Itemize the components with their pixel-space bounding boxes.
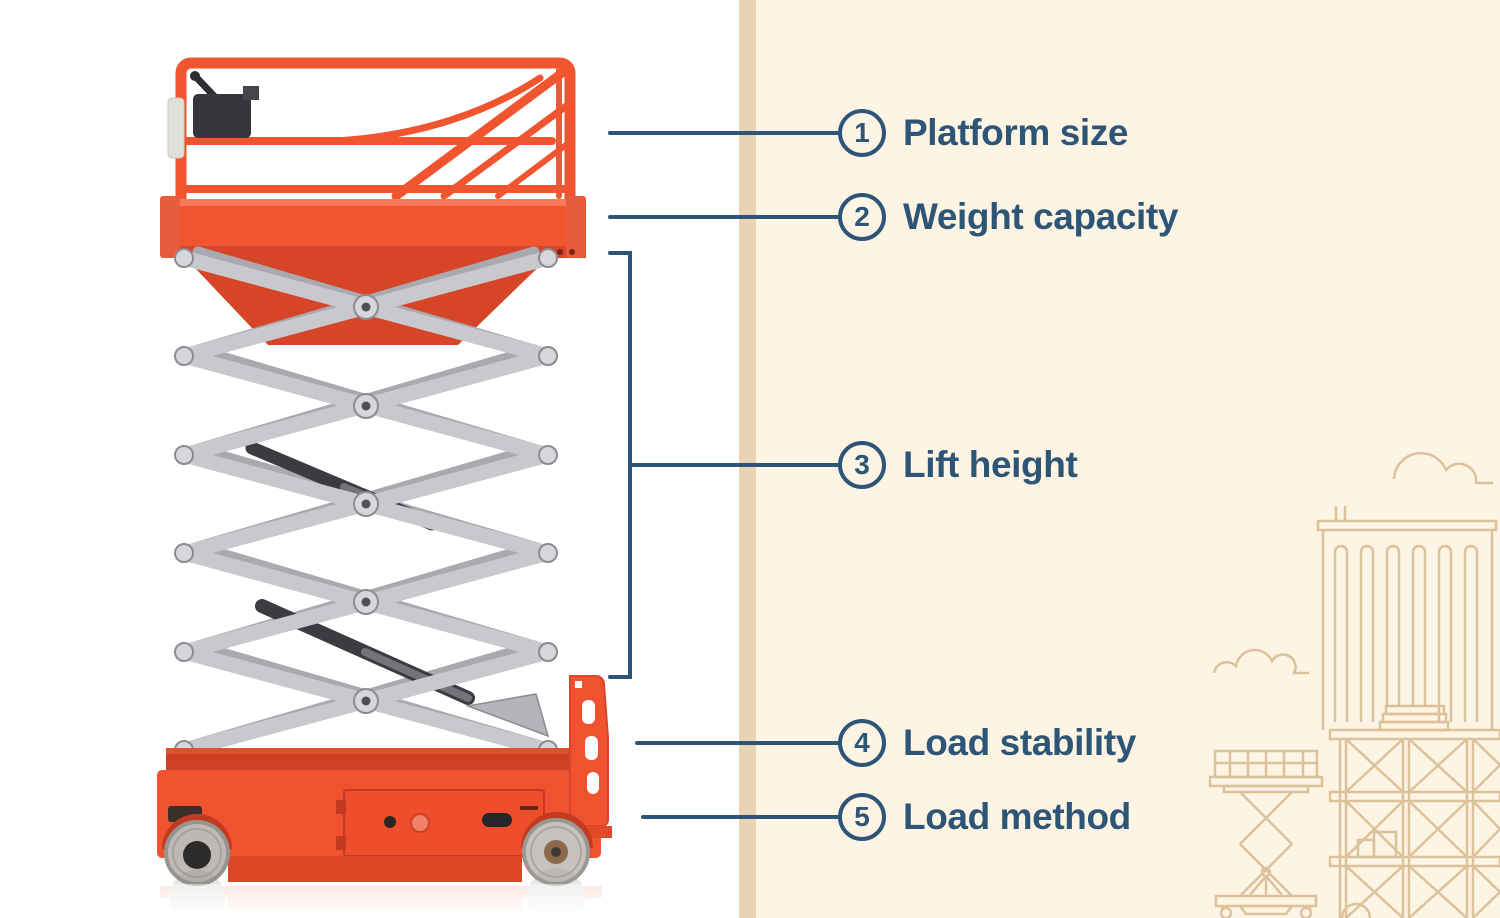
callout-label: Platform size: [903, 112, 1129, 153]
reflection-fade: [120, 884, 660, 918]
cloud-icon: [1212, 648, 1309, 675]
platform-guardrail: [175, 57, 576, 205]
callout-platform-size: 1 Platform size: [838, 109, 1128, 157]
callout-label: Lift height: [903, 444, 1078, 485]
callout-lines: [608, 131, 840, 819]
callout-load-stability: 4 Load stability: [838, 719, 1136, 767]
callout-lift-height: 3 Lift height: [838, 441, 1078, 489]
scaffolding-line-art: [1328, 728, 1500, 918]
callout-number-badge: 1: [838, 109, 886, 157]
callout-number-badge: 2: [838, 193, 886, 241]
callout-load-method: 5 Load method: [838, 793, 1131, 841]
mini-scissor-lift-line-art: [1208, 749, 1324, 918]
callout-label: Weight capacity: [903, 196, 1179, 237]
entry-ladder: [566, 675, 612, 838]
callout-label: Load stability: [903, 722, 1136, 763]
cloud-icon: [1392, 451, 1493, 485]
divider-strip: [739, 0, 756, 918]
callout-number-badge: 5: [838, 793, 886, 841]
callout-weight-capacity: 2 Weight capacity: [838, 193, 1178, 241]
callout-number-badge: 4: [838, 719, 886, 767]
scissor-lift-photo: [120, 57, 660, 918]
base-chassis: [157, 675, 612, 886]
building-line-art: [1316, 506, 1498, 732]
control-box: [167, 71, 259, 159]
platform-deck: [160, 196, 586, 258]
scissor-mechanism: [174, 246, 558, 760]
decor-line-art: [1208, 451, 1500, 918]
callout-number-badge: 3: [838, 441, 886, 489]
callout-label: Load method: [903, 796, 1131, 837]
